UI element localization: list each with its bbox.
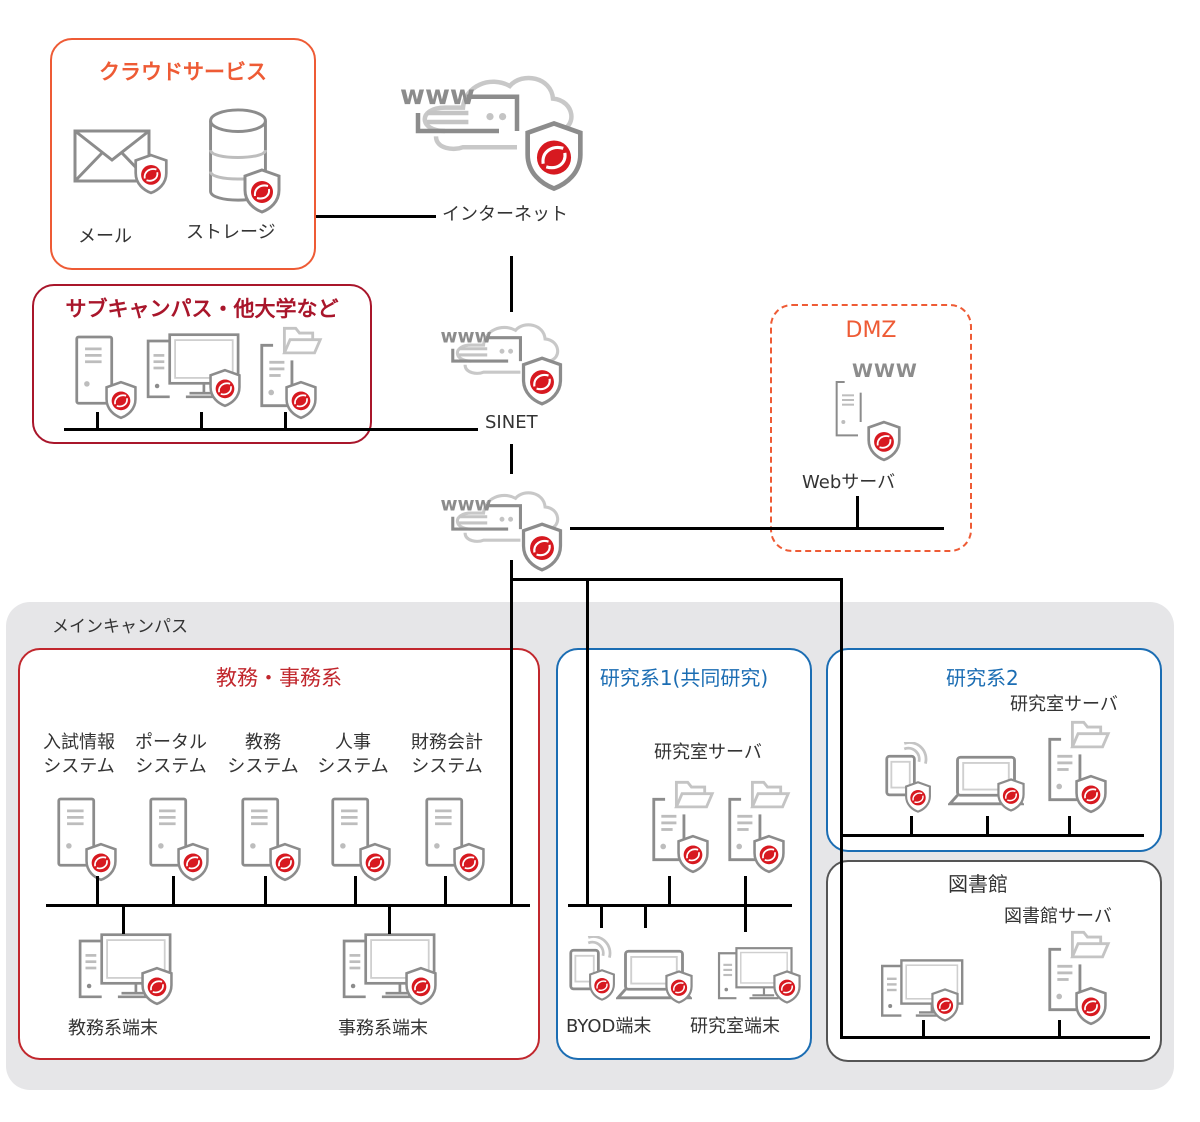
network-link [354, 876, 357, 904]
shield-icon [140, 966, 174, 1006]
shield-icon [404, 966, 438, 1006]
research1-server-label: 研究室サーバ [654, 742, 762, 763]
network-link [570, 527, 944, 530]
shield-icon [772, 970, 802, 1004]
network-link [444, 876, 447, 904]
system-name-line2: システム [317, 756, 389, 777]
network-link [840, 578, 843, 1038]
sub-campus-title: サブキャンパス・他大学など [65, 297, 339, 321]
shield-icon [996, 778, 1026, 812]
shield-icon [930, 988, 960, 1022]
system-name-line1: 財務会計 [411, 732, 483, 753]
system-name-line1: 人事 [335, 732, 371, 753]
network-link [510, 444, 513, 474]
shield-icon [520, 356, 564, 406]
network-link [264, 876, 267, 904]
system-name-line1: ポータル [135, 732, 207, 753]
system-name-line2: システム [411, 756, 483, 777]
shield-icon [676, 834, 710, 874]
library-server-label: 図書館サーバ [1004, 906, 1112, 927]
network-link [172, 876, 175, 904]
library-title: 図書館 [948, 872, 1008, 896]
network-link [744, 876, 747, 932]
internet-label: インターネット [442, 204, 568, 225]
shield-icon [752, 834, 786, 874]
system-name-line1: 教務 [245, 732, 281, 753]
system-name-line2: システム [135, 756, 207, 777]
network-link [568, 904, 792, 907]
network-link [1058, 1020, 1061, 1036]
shield-icon [1074, 774, 1108, 814]
admin-title: 教務・事務系 [216, 666, 342, 690]
byod-label: BYOD端末 [566, 1016, 652, 1037]
shield-icon [1074, 986, 1108, 1026]
network-link [284, 412, 287, 428]
network-link [388, 904, 391, 934]
terminal-label: 事務系端末 [338, 1018, 428, 1039]
library-group [826, 860, 1162, 1062]
shield-icon [452, 842, 486, 882]
network-link [510, 578, 842, 581]
web-server-label: Webサーバ [802, 472, 896, 493]
cloud-services-title: クラウドサービス [99, 60, 267, 84]
network-link [1068, 816, 1071, 834]
network-link [510, 256, 513, 312]
shield-icon [664, 970, 694, 1004]
dmz-group [770, 304, 972, 552]
shield-icon [523, 120, 585, 192]
sinet-label: SINET [485, 412, 538, 433]
mail-label: メール [78, 226, 132, 247]
system-name-line1: 入試情報 [43, 732, 115, 753]
shield-icon [242, 168, 282, 214]
shield-icon [268, 842, 302, 882]
shield-icon [588, 968, 616, 1002]
shield-icon [208, 368, 242, 408]
shield-icon [520, 522, 564, 572]
shield-icon [176, 842, 210, 882]
web-server-www: WWW [852, 360, 918, 382]
network-link [644, 904, 647, 928]
shield-icon [84, 842, 118, 882]
shield-icon [904, 780, 932, 814]
shield-icon [358, 842, 392, 882]
network-link [586, 578, 589, 904]
network-link [316, 215, 436, 218]
network-link [96, 412, 99, 428]
network-link [840, 1036, 1150, 1039]
network-link [64, 428, 478, 431]
network-link [510, 560, 513, 906]
lab-terminal-label: 研究室端末 [690, 1016, 780, 1037]
main-campus-title: メインキャンパス [52, 617, 188, 637]
dmz-title: DMZ [845, 318, 897, 343]
terminal-label: 教務系端末 [68, 1018, 158, 1039]
network-link [840, 834, 1144, 837]
network-link [600, 904, 603, 928]
shield-icon [866, 420, 902, 462]
research1-title: 研究系1(共同研究) [599, 666, 769, 690]
research2-title: 研究系2 [946, 666, 1019, 690]
network-link [96, 876, 99, 904]
system-name-line2: システム [227, 756, 299, 777]
system-name-line2: システム [43, 756, 115, 777]
network-link [200, 412, 203, 428]
shield-icon [104, 380, 138, 420]
network-link [856, 496, 859, 528]
network-link [668, 876, 671, 904]
network-link [910, 816, 913, 834]
shield-icon [284, 380, 318, 420]
research2-server-label: 研究室サーバ [1010, 694, 1118, 715]
network-link [46, 904, 530, 907]
shield-icon [133, 152, 169, 196]
storage-label: ストレージ [186, 222, 276, 243]
network-link [122, 904, 125, 934]
network-link [986, 816, 989, 834]
research2-group [826, 648, 1162, 852]
network-link [922, 1020, 925, 1036]
